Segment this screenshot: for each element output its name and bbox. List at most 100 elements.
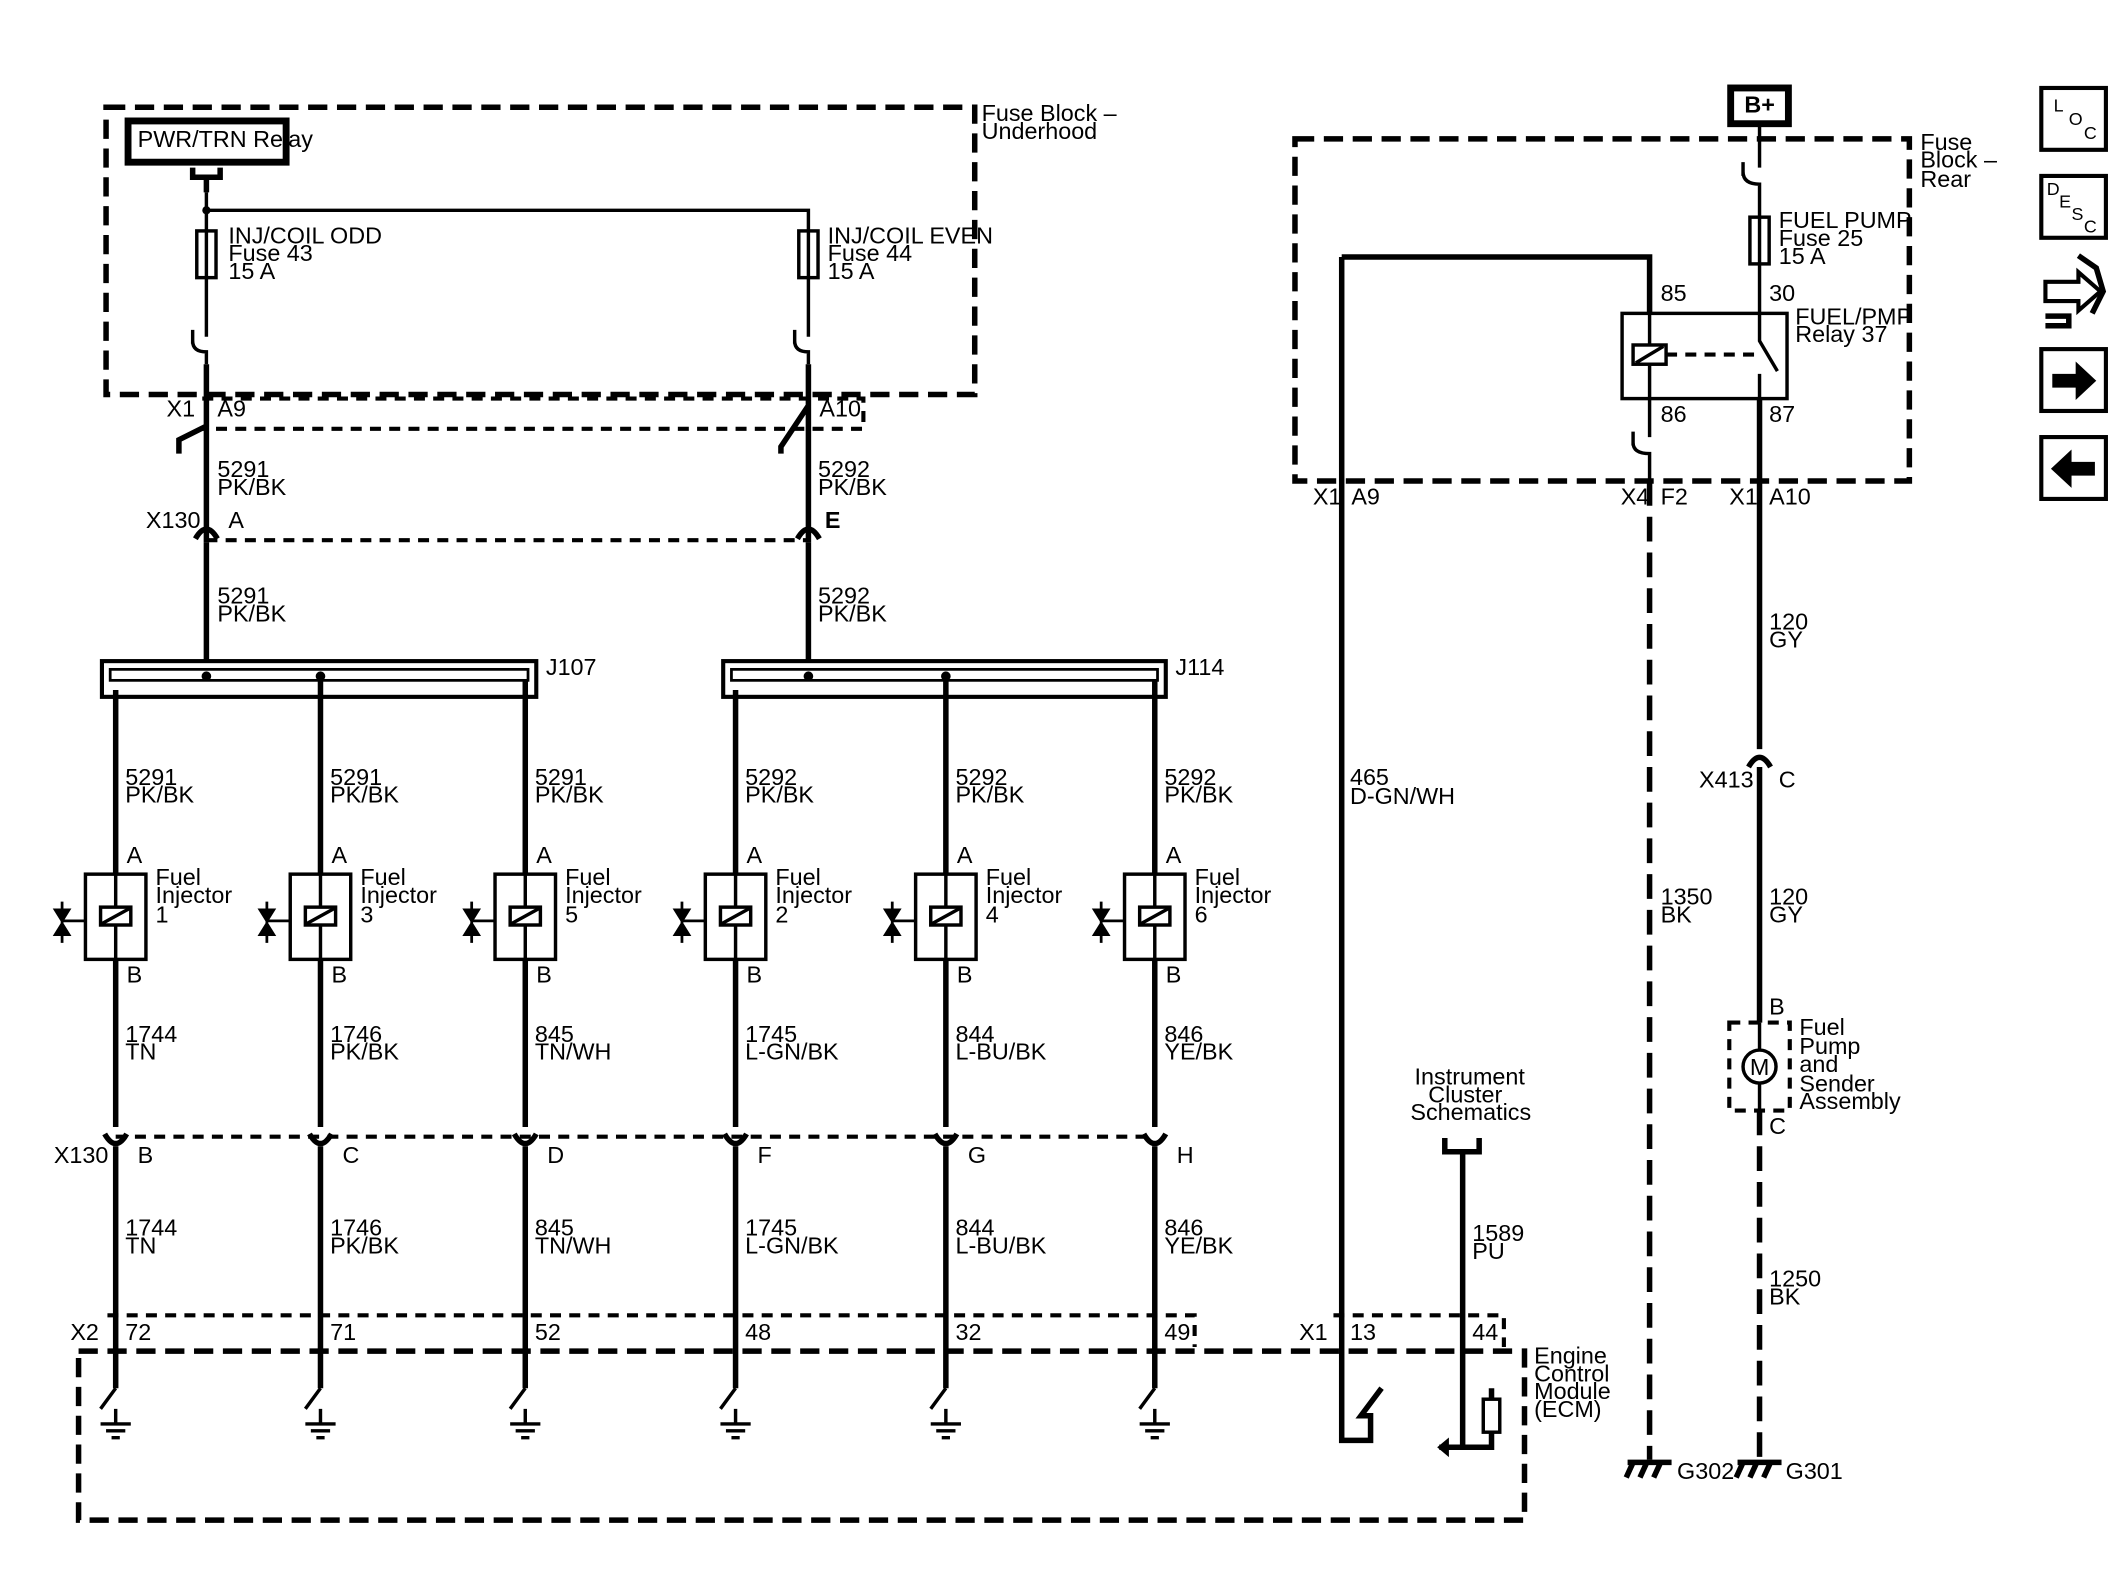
description-view-button[interactable]: D E S C bbox=[2039, 173, 2108, 240]
injector-5-feed-circuit-label: 5291 bbox=[535, 764, 587, 790]
injector-1-ctrl-circuit-label-1: 1744 bbox=[125, 1021, 177, 1047]
fuel-pump-label-3: and bbox=[1799, 1051, 1838, 1077]
injector-6-feed-circuit-label: 5292 bbox=[1164, 764, 1216, 790]
ecm-pin-13-label: 13 bbox=[1350, 1319, 1376, 1345]
fuse-44-number: Fuse 44 bbox=[828, 240, 912, 266]
relay-pin-86-label: 86 bbox=[1661, 401, 1687, 427]
wire-465-color-label: D-GN/WH bbox=[1350, 783, 1455, 809]
injector-3-ctrl-color-label-1: PK/BK bbox=[330, 1039, 399, 1065]
relay-pin-85-label: 85 bbox=[1661, 280, 1687, 306]
injector-1-ctrl-color-label-1: TN bbox=[125, 1039, 156, 1065]
injector-3-valve-icon bbox=[257, 901, 291, 943]
connector-view-button[interactable] bbox=[2043, 253, 2107, 329]
injector-1-ecm-pin-label: 72 bbox=[125, 1319, 151, 1345]
signal-arrow-icon bbox=[1437, 1437, 1449, 1458]
fuse-43-name: INJ/COIL ODD bbox=[228, 222, 382, 248]
fuse-block-rear-outline bbox=[1292, 136, 1913, 484]
wire-5292-color-label-1: PK/BK bbox=[818, 474, 887, 500]
injector-4-pin-a-label: A bbox=[957, 842, 973, 868]
injector-5-ctrl-circuit-label-2: 845 bbox=[535, 1215, 574, 1241]
rear-pin-a9-label: A9 bbox=[1351, 483, 1380, 509]
fuse-43-number: Fuse 43 bbox=[228, 240, 312, 266]
x1-underhood-label: X1 bbox=[167, 395, 196, 421]
fuel-pump-label-4: Sender bbox=[1799, 1070, 1875, 1096]
fuel-pump-pin-c-label: C bbox=[1769, 1113, 1786, 1139]
injector-2-ctrl-circuit-label-2: 1745 bbox=[745, 1215, 797, 1241]
relay-pin-87-label: 87 bbox=[1769, 401, 1795, 427]
injector-2-ecm-driver-ground bbox=[719, 1387, 751, 1440]
injector-2-coil-slash bbox=[720, 907, 751, 926]
wire-5291-color-label-1: PK/BK bbox=[217, 474, 286, 500]
injector-1-x130-pin-label: B bbox=[138, 1142, 154, 1168]
x130-pin-a-label: A bbox=[228, 507, 244, 533]
b-plus-terminal bbox=[1741, 123, 1762, 218]
wire-120-circuit-label-1: 120 bbox=[1769, 609, 1808, 635]
injector-5-ctrl-circuit-label-1: 845 bbox=[535, 1021, 574, 1047]
injector-1-ecm-driver-ground bbox=[99, 1387, 131, 1440]
wire-120-color-label-1: GY bbox=[1769, 626, 1803, 652]
ground-g302-label: G302 bbox=[1677, 1458, 1734, 1484]
injector-5-ecm-driver-ground bbox=[508, 1387, 541, 1440]
injector-6-number: 6 bbox=[1195, 901, 1208, 927]
ecm-x2-connector-outline bbox=[107, 1313, 1197, 1347]
splice-j107-label: J107 bbox=[546, 654, 597, 680]
injector-5-name-2: Injector bbox=[565, 882, 642, 908]
wire-5291-upper bbox=[176, 364, 210, 543]
injector-6-x130-pin-label: H bbox=[1177, 1142, 1194, 1168]
injector-1-pin-b-label: B bbox=[127, 962, 143, 988]
fuse-44-name: INJ/COIL EVEN bbox=[828, 222, 993, 248]
wire-120-color-label-2: GY bbox=[1769, 901, 1803, 927]
injector-2-number: 2 bbox=[775, 901, 788, 927]
injector-3-feed-circuit-label: 5291 bbox=[330, 764, 382, 790]
ecm-module-outline bbox=[75, 1348, 1528, 1523]
injector-2-ctrl-circuit-label-1: 1745 bbox=[745, 1021, 797, 1047]
injector-2-pin-a-label: A bbox=[747, 842, 763, 868]
svg-text:C: C bbox=[2084, 216, 2097, 236]
injector-3-pin-a-label: A bbox=[331, 842, 347, 868]
x413-pin-c-label: C bbox=[1779, 767, 1796, 793]
wire-1250-circuit-label: 1250 bbox=[1769, 1265, 1821, 1291]
fuse-bus-wire bbox=[204, 192, 811, 234]
fuel-injectors-group: 5291PK/BKAFuelInjector1B1744TNB1744TN725… bbox=[52, 678, 1271, 1440]
x130-pin-e-symbol bbox=[795, 526, 822, 541]
injector-6-ctrl-circuit-label-2: 846 bbox=[1164, 1215, 1203, 1241]
instrument-cluster-label-3: Schematics bbox=[1410, 1099, 1531, 1125]
relay-switch-symbol bbox=[1757, 313, 1779, 399]
next-page-button[interactable] bbox=[2039, 347, 2108, 414]
injector-3-ctrl-color-label-2: PK/BK bbox=[330, 1233, 399, 1259]
ground-g301-symbol bbox=[1733, 1459, 1782, 1479]
injector-2-pin-b-label: B bbox=[747, 962, 763, 988]
injector-3-name-2: Injector bbox=[360, 882, 437, 908]
injector-3-x130-pin-label: C bbox=[342, 1142, 359, 1168]
injector-6-name-1: Fuel bbox=[1195, 864, 1240, 890]
svg-text:E: E bbox=[2059, 192, 2071, 212]
fuse-block-underhood-outline bbox=[103, 104, 978, 398]
injector-4-ecm-pin-label: 32 bbox=[955, 1319, 981, 1345]
fuse-25-rating: 15 A bbox=[1779, 243, 1826, 269]
wire-5292-color-label-2: PK/BK bbox=[818, 600, 887, 626]
rear-pin-a10-label: A10 bbox=[1769, 483, 1811, 509]
location-view-button[interactable]: L O C bbox=[2039, 85, 2108, 152]
injector-3-pin-b-label: B bbox=[331, 962, 347, 988]
fuel-pump-label-1: Fuel bbox=[1799, 1014, 1844, 1040]
injector-3-feed-color-label: PK/BK bbox=[330, 782, 399, 808]
instrument-cluster-ref-bracket bbox=[1442, 1138, 1482, 1155]
injector-1-name-1: Fuel bbox=[156, 864, 201, 890]
wire-465-circuit-label: 465 bbox=[1350, 764, 1389, 790]
injector-4-feed-circuit-label: 5292 bbox=[955, 764, 1007, 790]
location-view-icon: L bbox=[2054, 95, 2064, 115]
fuse-44-internal-terminal bbox=[792, 277, 811, 365]
fuse-block-underhood-label-1: Fuse Block – bbox=[982, 100, 1117, 126]
injector-3-ctrl-circuit-label-2: 1746 bbox=[330, 1215, 382, 1241]
injector-1-pin-a-label: A bbox=[127, 842, 143, 868]
next-page-arrow-icon bbox=[2052, 361, 2097, 400]
fuel-pump-pin-b-label: B bbox=[1769, 993, 1785, 1019]
previous-page-button[interactable] bbox=[2039, 435, 2108, 501]
fuse-25-number: Fuse 25 bbox=[1779, 225, 1863, 251]
x1-pin-a10-label: A10 bbox=[819, 395, 861, 421]
injector-4-ecm-driver-ground bbox=[929, 1387, 961, 1440]
injector-4-ctrl-color-label-2: L-BU/BK bbox=[955, 1233, 1046, 1259]
injector-3-ecm-driver-ground bbox=[303, 1387, 336, 1440]
description-view-icon: D bbox=[2047, 179, 2060, 199]
injector-5-ecm-pin-label: 52 bbox=[535, 1319, 561, 1345]
